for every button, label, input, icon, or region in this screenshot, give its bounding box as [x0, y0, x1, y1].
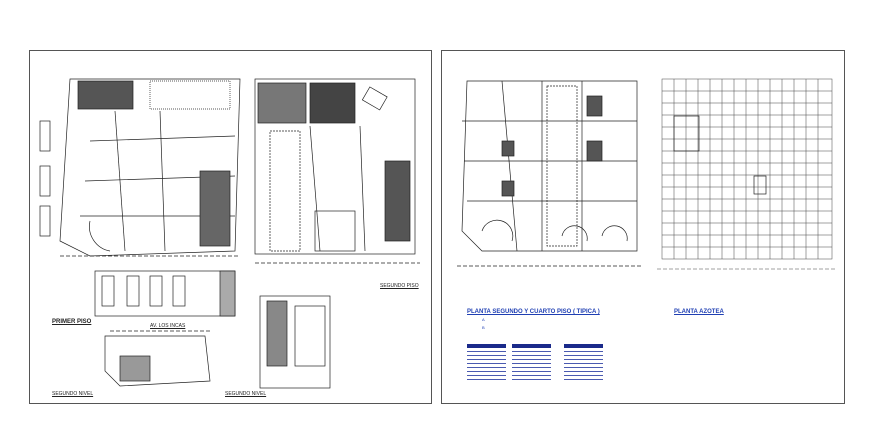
drawing-sheet-left: PRIMER PISO SEGUNDO PISO AV. LOS INCAS S…	[29, 50, 432, 404]
roof-plan	[657, 78, 837, 270]
table-3	[564, 344, 603, 380]
table-1	[467, 344, 506, 380]
typical-floor-plan	[457, 80, 642, 267]
level-a-title: SEGUNDO NIVEL	[52, 391, 94, 397]
stair-detail-plan	[259, 295, 331, 389]
first-floor-title: PRIMER PISO	[52, 319, 92, 325]
floor-plans-left	[39, 78, 420, 389]
floor-plans-right	[457, 78, 837, 270]
table-2	[512, 344, 551, 380]
typical-floor-title: PLANTA SEGUNDO Y CUARTO PISO ( TIPICA )	[467, 309, 600, 315]
level-b-title: SEGUNDO NIVEL	[225, 391, 267, 397]
roof-title: PLANTA AZOTEA	[674, 309, 724, 315]
site-detail-plan	[104, 330, 211, 387]
street-label: AV. LOS INCAS	[150, 323, 186, 329]
legend-b: B	[482, 325, 485, 330]
parking-row	[94, 270, 236, 317]
legend-a: A	[482, 317, 485, 322]
drawing-sheet-right: PLANTA SEGUNDO Y CUARTO PISO ( TIPICA ) …	[441, 50, 845, 404]
first-floor-plan	[39, 78, 241, 257]
second-floor-title: SEGUNDO PISO	[380, 283, 419, 289]
second-floor-plan	[254, 78, 420, 264]
